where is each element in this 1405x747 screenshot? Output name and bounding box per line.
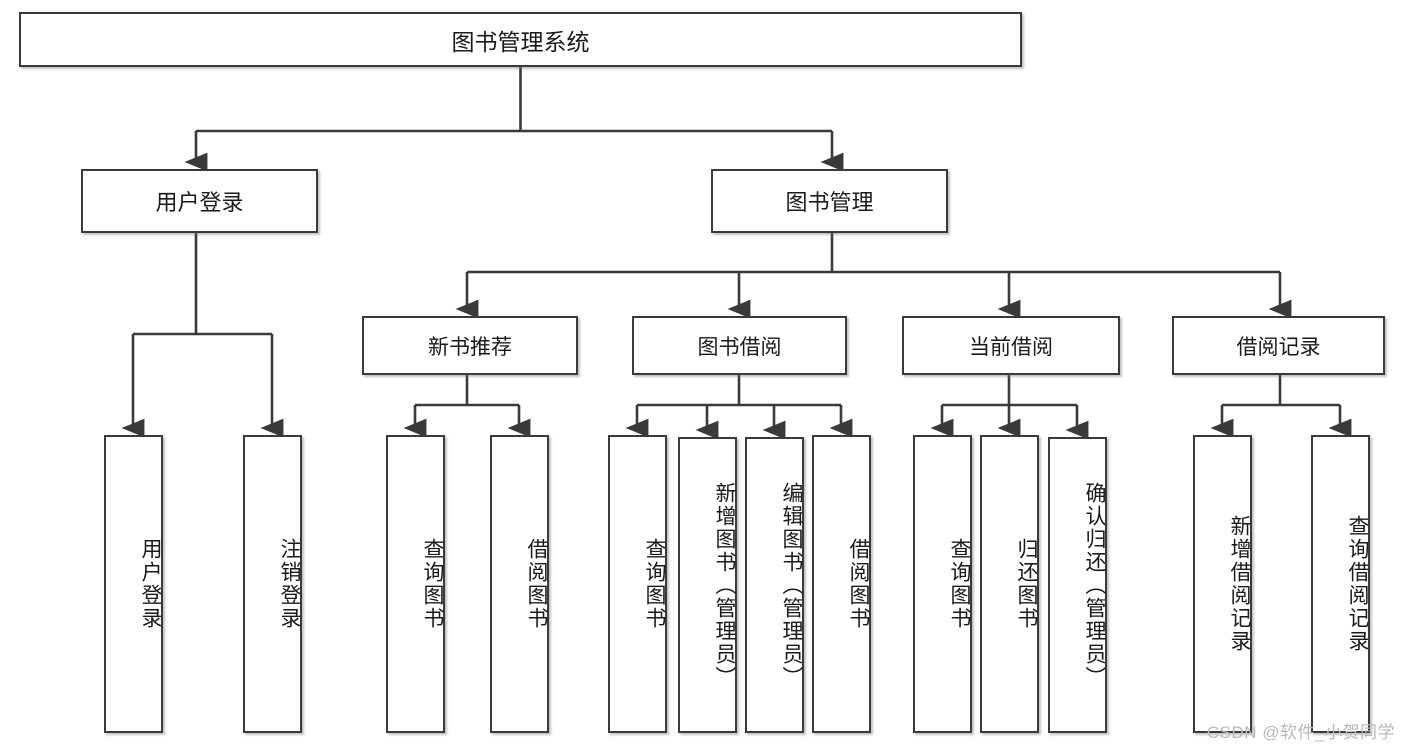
node-book-borrow[interactable]: 图书借阅 <box>632 316 847 375</box>
node-leaf-rec-query-record-label: 查询借阅记录 <box>1346 515 1369 653</box>
node-leaf-rec-add-record[interactable]: 新增借阅记录 <box>1193 435 1252 733</box>
node-leaf-cur-confirm-return[interactable]: 确认归还（管理员） <box>1048 437 1107 733</box>
node-leaf-cur-query-book-label: 查询图书 <box>948 538 971 630</box>
node-leaf-borrow-edit-book-label: 编辑图书（管理员） <box>780 481 803 689</box>
node-current-borrow[interactable]: 当前借阅 <box>902 316 1120 375</box>
node-borrow-record-label: 借阅记录 <box>1236 335 1321 359</box>
node-leaf-user-logout-label: 注销登录 <box>278 538 301 630</box>
node-borrow-record[interactable]: 借阅记录 <box>1172 316 1385 375</box>
node-leaf-cur-return-book[interactable]: 归还图书 <box>980 435 1039 733</box>
node-leaf-user-login-label: 用户登录 <box>139 538 162 630</box>
node-current-borrow-label: 当前借阅 <box>969 335 1053 359</box>
node-leaf-borrow-add-book-label: 新增图书（管理员） <box>713 481 736 689</box>
node-book-borrow-label: 图书借阅 <box>697 335 782 359</box>
node-user-login[interactable]: 用户登录 <box>81 169 318 233</box>
csdn-watermark: CSDN @软件_小贺同学 <box>1206 723 1395 742</box>
node-leaf-borrow-query-book[interactable]: 查询图书 <box>608 435 667 733</box>
node-leaf-user-logout[interactable]: 注销登录 <box>243 435 302 733</box>
node-user-login-label: 用户登录 <box>155 190 244 215</box>
node-leaf-borrow-edit-book[interactable]: 编辑图书（管理员） <box>745 437 804 733</box>
node-leaf-borrow-borrow-book-label: 借阅图书 <box>847 538 870 630</box>
node-book-manage-label: 图书管理 <box>785 190 874 215</box>
node-leaf-cur-return-book-label: 归还图书 <box>1015 538 1038 630</box>
node-leaf-rec-query-book-label: 查询图书 <box>421 538 444 630</box>
node-leaf-rec-add-record-label: 新增借阅记录 <box>1228 515 1251 653</box>
node-leaf-rec-borrow-book-label: 借阅图书 <box>525 538 548 630</box>
node-book-manage[interactable]: 图书管理 <box>711 169 948 233</box>
node-leaf-rec-query-record[interactable]: 查询借阅记录 <box>1311 435 1370 733</box>
node-leaf-user-login[interactable]: 用户登录 <box>104 435 163 733</box>
node-leaf-borrow-add-book[interactable]: 新增图书（管理员） <box>678 437 737 733</box>
node-leaf-rec-borrow-book[interactable]: 借阅图书 <box>490 435 549 733</box>
node-root-label: 图书管理系统 <box>451 28 590 55</box>
node-new-book-rec-label: 新书推荐 <box>428 335 512 359</box>
node-leaf-cur-query-book[interactable]: 查询图书 <box>913 435 972 733</box>
node-new-book-rec[interactable]: 新书推荐 <box>362 316 578 375</box>
node-root[interactable]: 图书管理系统 <box>19 12 1022 67</box>
node-leaf-cur-confirm-return-label: 确认归还（管理员） <box>1083 481 1106 689</box>
node-leaf-borrow-borrow-book[interactable]: 借阅图书 <box>812 435 871 733</box>
node-leaf-rec-query-book[interactable]: 查询图书 <box>386 435 445 733</box>
node-leaf-borrow-query-book-label: 查询图书 <box>643 538 666 630</box>
